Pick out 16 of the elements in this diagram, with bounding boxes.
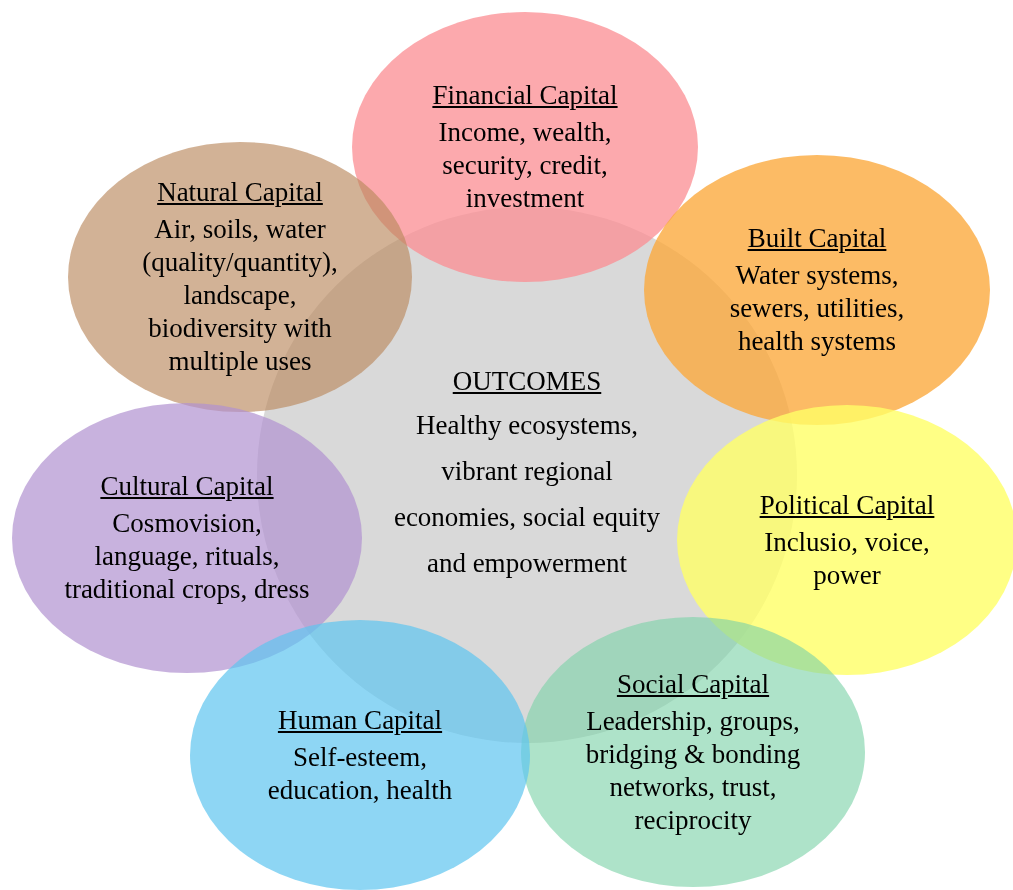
description-text: Income, wealth, security, credit, investment <box>437 116 613 215</box>
heading: OUTCOMES <box>452 364 602 398</box>
heading: Social Capital <box>616 667 770 701</box>
description-text: Healthy ecosystems, vibrant regional economies, social equity and empowerment <box>392 408 662 580</box>
description-text: Air, soils, water (quality/quantity), landscape, biodiversity with multiple uses <box>141 213 339 378</box>
heading: Financial Capital <box>432 79 618 112</box>
heading: Cultural Capital <box>100 470 274 503</box>
heading: Human Capital <box>277 703 443 737</box>
description-text: Water systems, sewers, utilities, health systems <box>728 259 906 358</box>
description-text: Self-esteem, education, health <box>266 740 454 807</box>
description-text: Inclusio, voice, power <box>763 525 931 592</box>
heading: Built Capital <box>747 222 887 255</box>
description-text: Leadership, groups, bridging & bonding networks, trust, reciprocity <box>584 704 802 837</box>
heading: Political Capital <box>759 488 935 522</box>
heading: Natural Capital <box>157 176 323 209</box>
description-text: Cosmovision, language, rituals, traditional crops, dress <box>63 507 311 606</box>
